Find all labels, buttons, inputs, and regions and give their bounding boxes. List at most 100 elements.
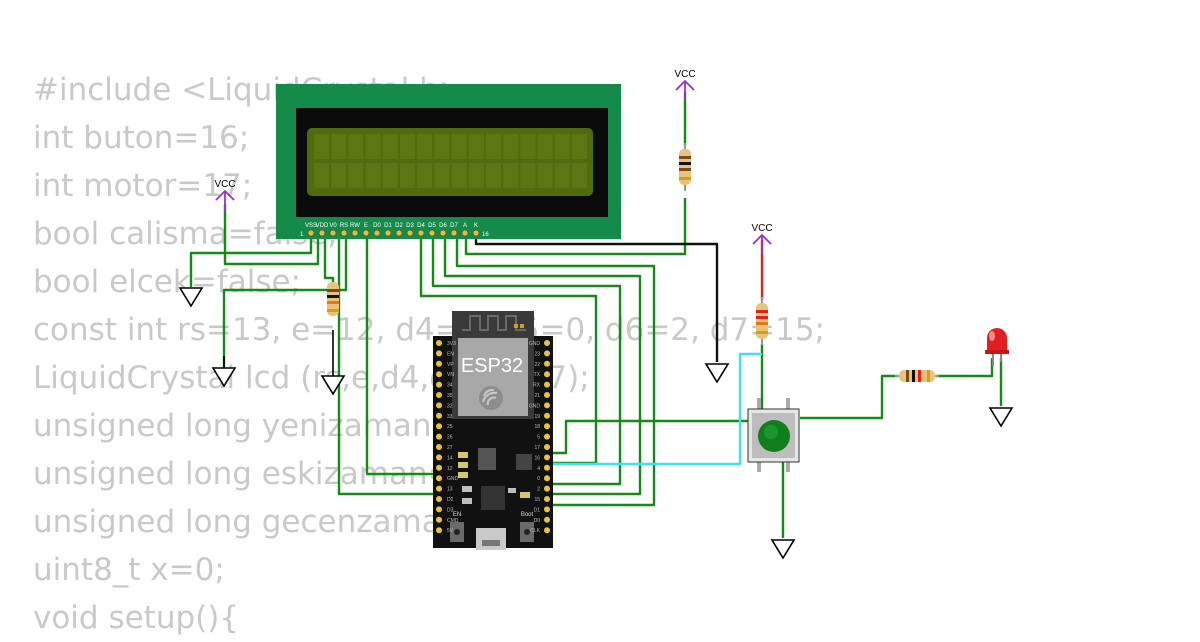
wire-d5-esp[interactable]	[431, 232, 622, 486]
esp32-pin[interactable]	[544, 527, 550, 534]
esp32-pin[interactable]	[544, 475, 550, 482]
esp32-pin[interactable]	[436, 496, 442, 502]
esp32-pin-label: CMD	[447, 518, 459, 524]
vcc-arrow-icon: VCC	[214, 179, 236, 212]
esp32-pin[interactable]	[544, 496, 550, 502]
esp32-pin[interactable]	[436, 527, 442, 534]
vcc-label: VCC	[674, 69, 695, 80]
lcd-pin[interactable]	[450, 229, 458, 237]
esp32-pin[interactable]	[544, 444, 550, 450]
esp32-pin[interactable]	[544, 423, 550, 430]
esp32-pin-label: 5	[537, 435, 540, 441]
esp32-pin[interactable]	[436, 433, 442, 440]
wire-rs-esp[interactable]	[337, 232, 437, 496]
resistor-icon[interactable]	[756, 297, 768, 345]
esp32-pin[interactable]	[436, 464, 442, 471]
esp32-pin-label: GND	[447, 476, 459, 482]
code-listing: #include <LiquidCrystal.h> int buton=16;…	[33, 66, 825, 642]
lcd-pin-label: D2	[395, 223, 403, 229]
esp32-pin-label: 0	[537, 476, 540, 482]
esp32-pin[interactable]	[436, 444, 442, 450]
esp32-pin[interactable]	[436, 412, 442, 419]
esp32-pin[interactable]	[544, 516, 550, 523]
wire-button-res[interactable]	[800, 374, 898, 420]
lcd-pin[interactable]	[329, 229, 337, 237]
lcd-pin[interactable]	[318, 229, 326, 237]
wire-e-esp[interactable]	[365, 232, 437, 476]
resistor-icon[interactable]	[679, 143, 691, 191]
lcd-pin[interactable]	[439, 229, 447, 237]
lcd-pin[interactable]	[461, 229, 469, 237]
led-icon[interactable]	[985, 328, 1009, 366]
esp32-pin[interactable]	[544, 350, 550, 357]
esp32-pin-label: D1	[534, 507, 541, 513]
esp32-board[interactable]: ESP32 EN Boot 3V3ENVPVN34353233252627141…	[433, 311, 553, 550]
lcd-pin[interactable]	[340, 229, 348, 237]
resistor-icon[interactable]	[327, 282, 339, 316]
lcd-pin-header	[307, 229, 480, 237]
lcd-pin-label: RW	[350, 223, 360, 229]
esp32-pin[interactable]	[544, 392, 550, 398]
wire-vss-gnd[interactable]	[189, 232, 313, 287]
esp32-pin[interactable]	[544, 360, 550, 367]
esp32-pin[interactable]	[436, 475, 442, 482]
esp32-pin[interactable]	[436, 381, 442, 388]
lcd-pin[interactable]	[373, 229, 381, 237]
esp32-pin[interactable]	[436, 423, 442, 430]
esp32-title: ESP32	[461, 355, 523, 377]
wire-vdd-vcc[interactable]	[223, 204, 320, 266]
lcd-pin[interactable]	[472, 229, 480, 237]
wire-v0-res[interactable]	[323, 232, 335, 286]
esp32-pin-label: 3V3	[447, 341, 456, 347]
lcd-pin[interactable]	[428, 229, 436, 237]
esp32-pin[interactable]	[544, 464, 550, 471]
esp32-pin[interactable]	[544, 381, 550, 388]
esp32-pin[interactable]	[544, 433, 550, 440]
espressif-logo-icon	[479, 386, 503, 410]
pushbutton-icon[interactable]	[747, 398, 800, 472]
lcd-pin[interactable]	[395, 229, 403, 237]
lcd-pin-label: V0	[329, 223, 337, 229]
lcd-pin[interactable]	[406, 229, 414, 237]
wire-rw-gnd[interactable]	[222, 232, 348, 368]
esp32-pin[interactable]	[436, 392, 442, 398]
esp32-pin[interactable]	[436, 485, 442, 492]
esp32-pin[interactable]	[436, 371, 442, 378]
wire-res-led[interactable]	[936, 358, 994, 378]
esp32-pin[interactable]	[544, 485, 550, 492]
esp32-pin[interactable]	[436, 350, 442, 357]
lcd-pin-label: VDD	[316, 223, 329, 229]
lcd-pin[interactable]	[362, 229, 370, 237]
esp32-pin[interactable]	[436, 360, 442, 367]
esp32-pin[interactable]	[544, 412, 550, 419]
lcd-pin[interactable]	[351, 229, 359, 237]
lcd-pin[interactable]	[307, 229, 315, 237]
esp32-pin[interactable]	[544, 402, 550, 409]
wire-button-input[interactable]	[547, 352, 762, 466]
esp32-pin[interactable]	[544, 371, 550, 378]
lcd-pin-label: RS	[340, 223, 348, 229]
resistor-icon[interactable]	[895, 370, 939, 382]
lcd-pin[interactable]	[417, 229, 425, 237]
esp32-pin[interactable]	[544, 506, 550, 513]
esp32-pin[interactable]	[436, 454, 442, 461]
vcc-label: VCC	[214, 179, 235, 190]
esp32-pin[interactable]	[436, 516, 442, 523]
esp32-pin[interactable]	[436, 340, 442, 346]
wire-d6-esp[interactable]	[443, 232, 642, 496]
wire-d7-esp[interactable]	[455, 232, 656, 507]
esp32-pin-label: GND	[529, 341, 541, 347]
wire-esp-button[interactable]	[547, 419, 762, 455]
esp32-pin[interactable]	[436, 506, 442, 513]
lcd-pin-label: E	[364, 223, 368, 229]
lcd-pin[interactable]	[384, 229, 392, 237]
lcd-pin-label: D7	[450, 223, 458, 229]
esp32-pin[interactable]	[544, 340, 550, 346]
esp32-pin-label: 32	[447, 403, 453, 409]
esp32-pin[interactable]	[544, 454, 550, 461]
esp32-pin[interactable]	[436, 402, 442, 409]
wire-a-res[interactable]	[464, 198, 687, 256]
